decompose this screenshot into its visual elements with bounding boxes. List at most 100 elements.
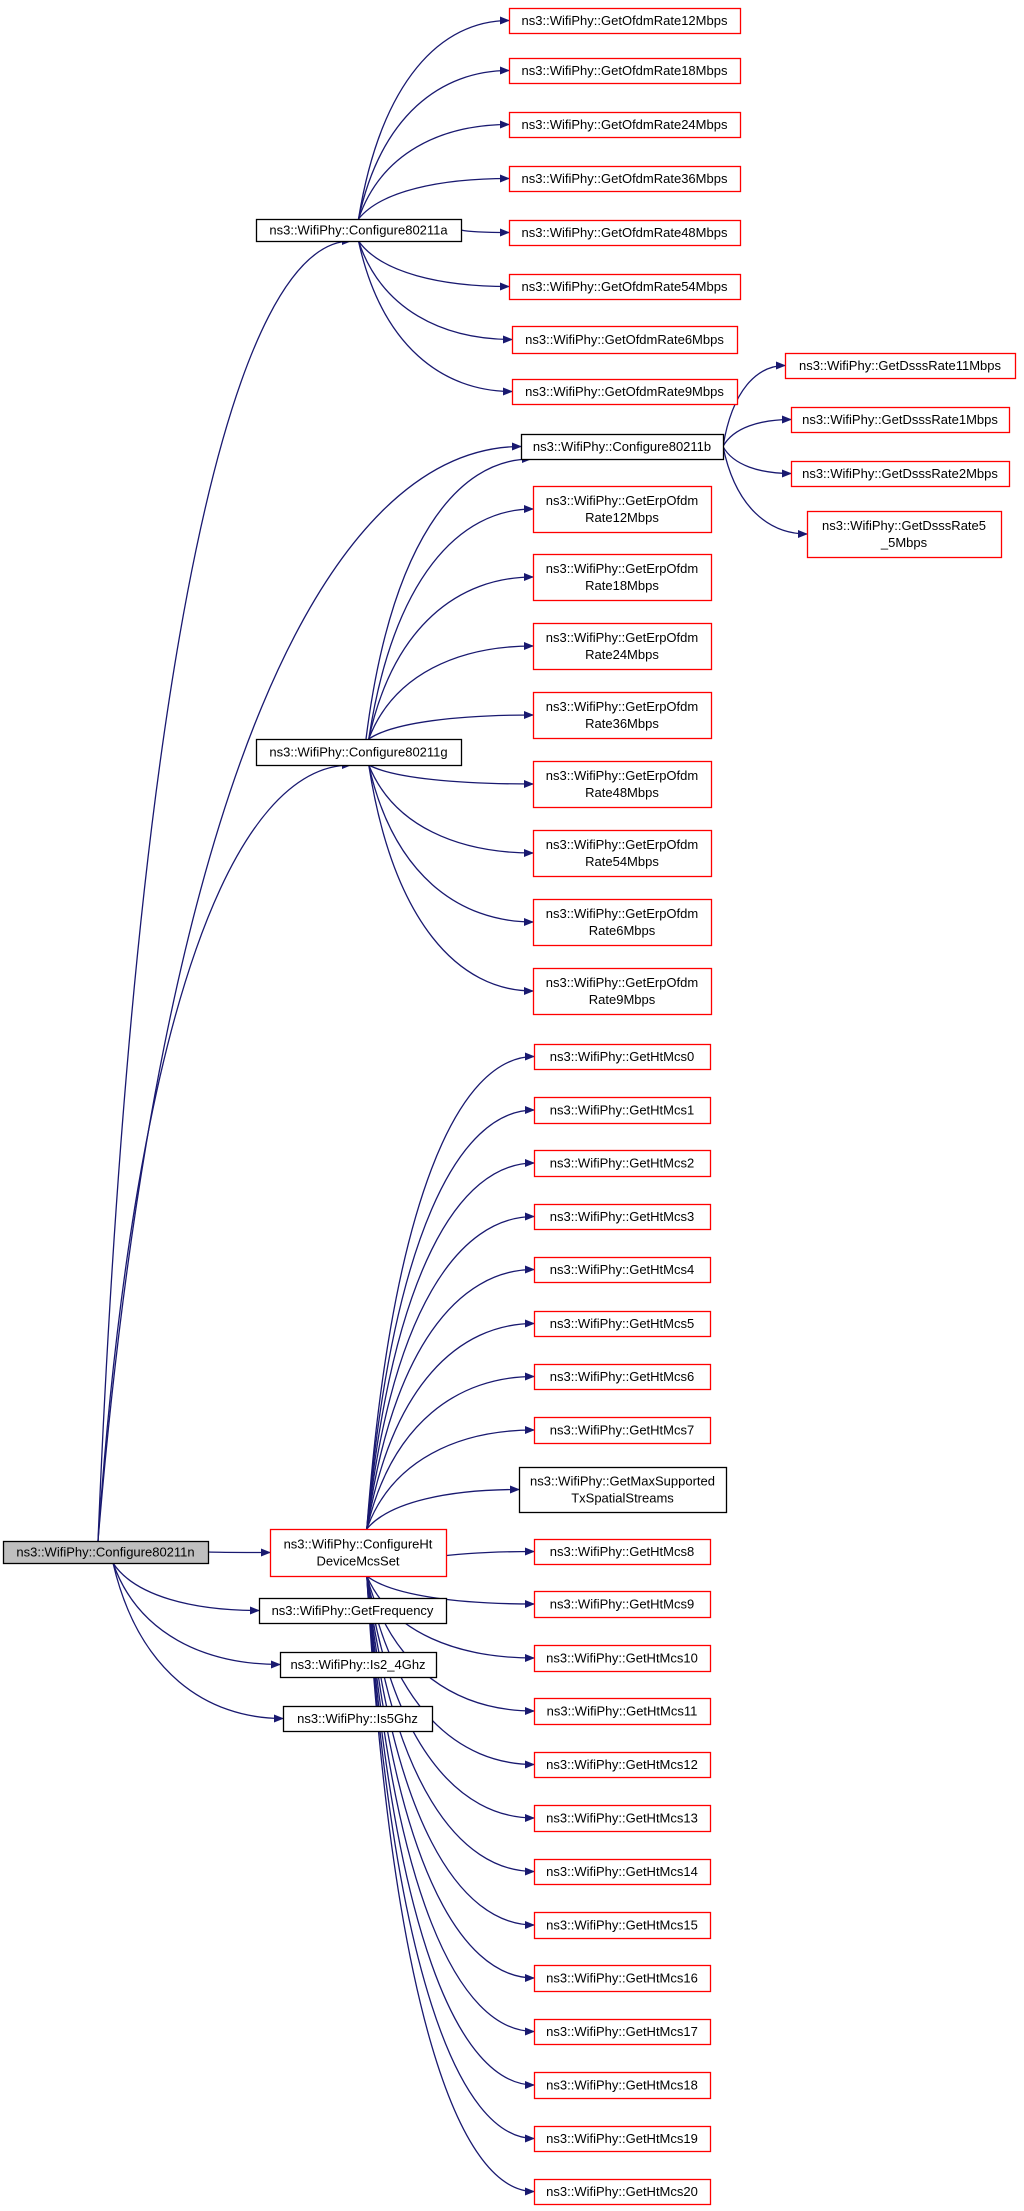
node-ht4[interactable]: ns3::WifiPhy::GetHtMcs4: [533, 1256, 712, 1284]
node-box-ofdm48[interactable]: [508, 219, 742, 247]
node-ht12[interactable]: ns3::WifiPhy::GetHtMcs12: [533, 1751, 712, 1779]
node-box-c80211a[interactable]: [255, 218, 463, 243]
node-ht13[interactable]: ns3::WifiPhy::GetHtMcs13: [533, 1804, 712, 1833]
node-box-erp9[interactable]: [532, 967, 713, 1016]
node-box-ofdm54[interactable]: [508, 273, 742, 301]
node-box-ht12[interactable]: [533, 1751, 712, 1779]
node-ofdm36[interactable]: ns3::WifiPhy::GetOfdmRate36Mbps: [508, 165, 742, 193]
node-ht1[interactable]: ns3::WifiPhy::GetHtMcs1: [533, 1096, 712, 1125]
node-ht16[interactable]: ns3::WifiPhy::GetHtMcs16: [533, 1964, 712, 1993]
node-box-ht2[interactable]: [533, 1149, 712, 1178]
node-ht18[interactable]: ns3::WifiPhy::GetHtMcs18: [533, 2071, 712, 2100]
node-c80211a[interactable]: ns3::WifiPhy::Configure80211a: [255, 218, 463, 243]
node-c80211g[interactable]: ns3::WifiPhy::Configure80211g: [255, 738, 463, 767]
node-box-ht10[interactable]: [533, 1644, 712, 1673]
node-box-is24[interactable]: [279, 1651, 438, 1679]
node-box-ht14[interactable]: [533, 1858, 712, 1886]
node-ht0[interactable]: ns3::WifiPhy::GetHtMcs0: [533, 1043, 712, 1071]
node-ht14[interactable]: ns3::WifiPhy::GetHtMcs14: [533, 1858, 712, 1886]
node-box-erp6[interactable]: [532, 898, 713, 947]
node-box-ofdm24[interactable]: [508, 111, 742, 139]
node-dsss55[interactable]: ns3::WifiPhy::GetDsssRate5_5Mbps: [806, 510, 1003, 559]
node-root[interactable]: ns3::WifiPhy::Configure80211n: [2, 1540, 210, 1565]
node-ht17[interactable]: ns3::WifiPhy::GetHtMcs17: [533, 2018, 712, 2046]
node-ht7[interactable]: ns3::WifiPhy::GetHtMcs7: [533, 1416, 712, 1445]
node-box-ht4[interactable]: [533, 1256, 712, 1284]
node-box-ht9[interactable]: [533, 1590, 712, 1619]
node-box-ht8[interactable]: [533, 1538, 712, 1566]
node-box-dsss2[interactable]: [790, 460, 1011, 488]
node-ht2[interactable]: ns3::WifiPhy::GetHtMcs2: [533, 1149, 712, 1178]
node-is24[interactable]: ns3::WifiPhy::Is2_4Ghz: [279, 1651, 438, 1679]
node-box-erp48[interactable]: [532, 760, 713, 809]
node-c80211b[interactable]: ns3::WifiPhy::Configure80211b: [520, 433, 725, 461]
node-ofdm9[interactable]: ns3::WifiPhy::GetOfdmRate9Mbps: [511, 378, 739, 406]
node-box-ht20[interactable]: [533, 2178, 712, 2206]
node-box-ht15[interactable]: [533, 1911, 712, 1940]
node-box-freq[interactable]: [258, 1597, 448, 1625]
node-box-ht16[interactable]: [533, 1964, 712, 1993]
node-ht19[interactable]: ns3::WifiPhy::GetHtMcs19: [533, 2125, 712, 2153]
node-dsss2[interactable]: ns3::WifiPhy::GetDsssRate2Mbps: [790, 460, 1011, 488]
node-box-is5[interactable]: [282, 1705, 434, 1733]
node-box-ht19[interactable]: [533, 2125, 712, 2153]
node-box-ofdm6[interactable]: [511, 325, 739, 355]
node-box-ofdm9[interactable]: [511, 378, 739, 406]
node-box-ht11[interactable]: [533, 1697, 712, 1726]
node-dsss11[interactable]: ns3::WifiPhy::GetDsssRate11Mbps: [784, 352, 1017, 380]
node-box-c80211b[interactable]: [520, 433, 725, 461]
node-ht15[interactable]: ns3::WifiPhy::GetHtMcs15: [533, 1911, 712, 1940]
node-is5[interactable]: ns3::WifiPhy::Is5Ghz: [282, 1705, 434, 1733]
node-box-ofdm36[interactable]: [508, 165, 742, 193]
node-box-ht18[interactable]: [533, 2071, 712, 2100]
node-box-ht0[interactable]: [533, 1043, 712, 1071]
node-ofdm6[interactable]: ns3::WifiPhy::GetOfdmRate6Mbps: [511, 325, 739, 355]
node-box-dsss11[interactable]: [784, 352, 1017, 380]
node-dsss1[interactable]: ns3::WifiPhy::GetDsssRate1Mbps: [790, 406, 1011, 434]
node-ht6[interactable]: ns3::WifiPhy::GetHtMcs6: [533, 1363, 712, 1391]
node-ofdm54[interactable]: ns3::WifiPhy::GetOfdmRate54Mbps: [508, 273, 742, 301]
node-box-ofdm18[interactable]: [508, 57, 742, 85]
node-freq[interactable]: ns3::WifiPhy::GetFrequency: [258, 1597, 448, 1625]
node-box-dsss1[interactable]: [790, 406, 1011, 434]
node-ht20[interactable]: ns3::WifiPhy::GetHtMcs20: [533, 2178, 712, 2206]
node-box-erp24[interactable]: [532, 622, 713, 671]
node-box-maxstreams[interactable]: [518, 1466, 728, 1514]
node-box-ht1[interactable]: [533, 1096, 712, 1125]
node-ht11[interactable]: ns3::WifiPhy::GetHtMcs11: [533, 1697, 712, 1726]
node-box-ht5[interactable]: [533, 1310, 712, 1338]
node-box-erp36[interactable]: [532, 691, 713, 740]
node-box-ht7[interactable]: [533, 1416, 712, 1445]
node-ht5[interactable]: ns3::WifiPhy::GetHtMcs5: [533, 1310, 712, 1338]
node-ht3[interactable]: ns3::WifiPhy::GetHtMcs3: [533, 1203, 712, 1231]
node-ht8[interactable]: ns3::WifiPhy::GetHtMcs8: [533, 1538, 712, 1566]
node-ofdm48[interactable]: ns3::WifiPhy::GetOfdmRate48Mbps: [508, 219, 742, 247]
node-box-ht13[interactable]: [533, 1804, 712, 1833]
node-box-dsss55[interactable]: [806, 510, 1003, 559]
node-ht10[interactable]: ns3::WifiPhy::GetHtMcs10: [533, 1644, 712, 1673]
node-box-erp18[interactable]: [532, 553, 713, 602]
node-box-ht3[interactable]: [533, 1203, 712, 1231]
node-box-erp12[interactable]: [532, 485, 713, 534]
node-box-erp54[interactable]: [532, 829, 713, 878]
node-maxstreams[interactable]: ns3::WifiPhy::GetMaxSupportedTxSpatialSt…: [518, 1466, 728, 1514]
node-ofdm12[interactable]: ns3::WifiPhy::GetOfdmRate12Mbps: [508, 7, 742, 35]
node-ht9[interactable]: ns3::WifiPhy::GetHtMcs9: [533, 1590, 712, 1619]
node-box-htmcsset[interactable]: [269, 1528, 448, 1578]
node-box-ht6[interactable]: [533, 1363, 712, 1391]
node-box-ofdm12[interactable]: [508, 7, 742, 35]
node-box-c80211g[interactable]: [255, 738, 463, 767]
node-ofdm24[interactable]: ns3::WifiPhy::GetOfdmRate24Mbps: [508, 111, 742, 139]
node-ofdm18[interactable]: ns3::WifiPhy::GetOfdmRate18Mbps: [508, 57, 742, 85]
node-box-ht17[interactable]: [533, 2018, 712, 2046]
node-box-root[interactable]: [2, 1540, 210, 1565]
